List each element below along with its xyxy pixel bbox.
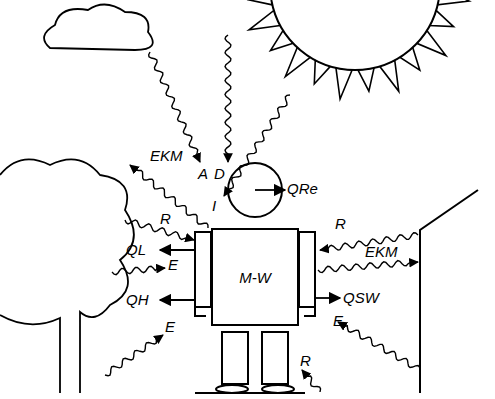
radiation-arrow — [149, 52, 200, 162]
sun-disc — [271, 0, 438, 70]
sun-ray — [438, 0, 469, 5]
radiation-arrow — [338, 322, 420, 370]
radiation-arrow — [318, 261, 418, 273]
flux-label: R — [335, 215, 346, 232]
flux-label: QSW — [343, 289, 379, 306]
house-wall — [420, 190, 478, 393]
radiation-arrow — [302, 370, 321, 392]
flux-label: I — [212, 197, 216, 214]
sun-ray — [249, 0, 272, 5]
heat-flow-arrow — [160, 249, 195, 251]
radiation-arrow — [105, 335, 163, 376]
flux-label: R — [300, 352, 311, 369]
tree — [0, 159, 134, 393]
flux-label: E — [165, 318, 175, 335]
sun — [249, 0, 469, 99]
heat-flow-arrow — [315, 297, 340, 299]
left-foot — [216, 385, 248, 393]
flux-label: EKM — [150, 147, 183, 164]
radiation-arrow — [112, 266, 165, 274]
heat-flow-arrow — [160, 299, 195, 301]
cloud — [44, 4, 153, 50]
right-foot — [262, 385, 294, 393]
flux-label: EKM — [365, 243, 398, 260]
radiation-arrow — [225, 35, 231, 162]
left-arm — [195, 232, 211, 307]
left-hand — [195, 307, 206, 316]
right-arm — [299, 232, 315, 307]
flux-arrows — [105, 35, 420, 392]
flux-label: QRe — [287, 180, 318, 197]
radiation-arrow — [224, 95, 290, 196]
flux-label: A — [198, 165, 208, 182]
body-label: M-W — [239, 269, 271, 286]
body-box: M-W — [211, 228, 299, 326]
radiation-arrow — [130, 165, 208, 228]
sun-ray — [336, 68, 352, 99]
left-leg — [222, 332, 248, 384]
flux-label: D — [214, 165, 225, 182]
right-hand — [304, 307, 315, 316]
flux-label: E — [333, 312, 343, 329]
flux-label: QH — [126, 291, 149, 308]
flux-label: QL — [126, 241, 146, 258]
sun-ray — [358, 68, 374, 91]
flux-label: R — [160, 210, 171, 227]
radiation-arrow — [125, 220, 194, 240]
flux-label: E — [168, 256, 178, 273]
heat-flow-arrow — [255, 189, 285, 191]
right-leg — [262, 332, 288, 384]
